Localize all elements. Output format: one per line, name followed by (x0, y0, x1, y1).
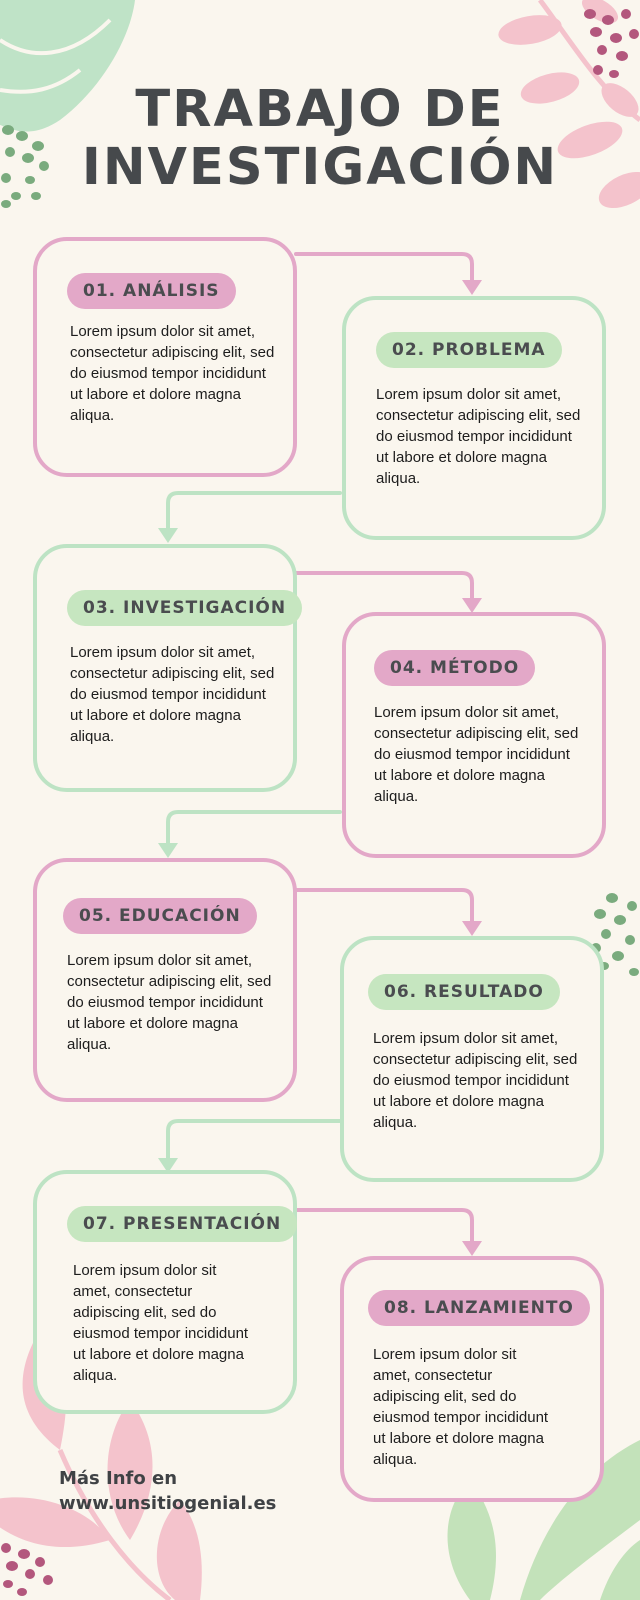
step-text-03: Lorem ipsum dolor sit amet, consectetur … (70, 644, 275, 745)
step-card-07: 07. PRESENTACIÓN Lorem ipsum dolor sit a… (33, 1170, 298, 1414)
arrow-05-06 (294, 888, 474, 927)
step-card-06: 06. RESULTADO Lorem ipsum dolor sit amet… (340, 936, 604, 1182)
arrow-03-04 (294, 571, 474, 602)
step-text-04: Lorem ipsum dolor sit amet, consectetur … (374, 704, 579, 805)
step-card-05: 05. EDUCACIÓN Lorem ipsum dolor sit amet… (33, 858, 297, 1102)
step-card-08: 08. LANZAMIENTO Lorem ipsum dolor sit am… (340, 1256, 604, 1502)
step-label-01: 01. ANÁLISIS (67, 273, 236, 309)
step-label-08: 08. LANZAMIENTO (368, 1290, 590, 1326)
footer: Más Info en www.unsitiogenial.es (59, 1466, 276, 1516)
step-label-06: 06. RESULTADO (368, 974, 560, 1010)
page-title-line-2: INVESTIGACIÓN (81, 138, 559, 197)
step-label-03: 03. INVESTIGACIÓN (67, 590, 303, 626)
step-text-02: Lorem ipsum dolor sit amet, consectetur … (376, 386, 581, 487)
dots-bottom-left-icon (1, 1543, 53, 1596)
arrow-01-02 (294, 252, 474, 282)
step-card-01: 01. ANÁLISIS Lorem ipsum dolor sit amet,… (33, 237, 297, 477)
arrow-07-08 (294, 1208, 474, 1247)
arrow-06-07 (166, 1119, 342, 1162)
step-card-04: 04. MÉTODO Lorem ipsum dolor sit amet, c… (342, 612, 606, 858)
step-text-06: Lorem ipsum dolor sit amet, consectetur … (373, 1030, 578, 1131)
step-label-02: 02. PROBLEMA (376, 332, 562, 368)
arrow-02-03 (166, 491, 342, 532)
footer-website-link[interactable]: www.unsitiogenial.es (59, 1493, 277, 1514)
page-title-line-1: TRABAJO DE (135, 80, 505, 139)
step-label-04: 04. MÉTODO (374, 650, 536, 686)
footer-line-1: Más Info en (59, 1468, 178, 1489)
step-text-05: Lorem ipsum dolor sit amet, consectetur … (67, 952, 272, 1053)
step-text-07: Lorem ipsum dolor sit amet, consectetur … (73, 1262, 249, 1384)
step-label-05: 05. EDUCACIÓN (63, 898, 257, 934)
dots-top-right-icon (584, 9, 639, 78)
step-card-03: 03. INVESTIGACIÓN Lorem ipsum dolor sit … (33, 544, 303, 792)
step-text-01: Lorem ipsum dolor sit amet, consectetur … (70, 323, 275, 424)
step-text-08: Lorem ipsum dolor sit amet, consectetur … (373, 1346, 549, 1468)
arrow-04-05 (166, 810, 342, 847)
step-card-02: 02. PROBLEMA Lorem ipsum dolor sit amet,… (342, 296, 606, 540)
step-label-07: 07. PRESENTACIÓN (67, 1206, 298, 1242)
